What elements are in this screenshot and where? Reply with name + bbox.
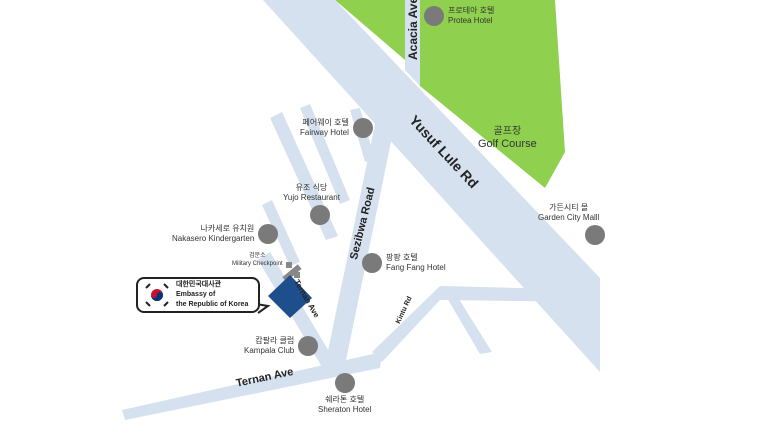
ternan-ave-upper — [258, 252, 340, 372]
korean-flag-icon — [145, 283, 169, 307]
embassy-building — [268, 275, 312, 318]
poi-marker-icon — [585, 225, 606, 245]
golf-course-label: 골프장 Golf Course — [478, 125, 537, 151]
ternan-ave-lower — [122, 352, 382, 420]
road-branch — [440, 286, 492, 354]
golf-course-area — [420, 0, 565, 188]
golf-course-area — [335, 0, 405, 60]
embassy-ko: 대한민국대사관 — [176, 281, 222, 288]
acacia-ave-road — [405, 0, 420, 86]
poi-marker-icon — [352, 118, 373, 138]
poi-marker-icon — [258, 224, 279, 244]
checkpoint-icon — [282, 262, 302, 282]
yusuf-lule-road — [263, 0, 600, 372]
road-branch — [262, 200, 300, 266]
poi-ko: 검문소 — [249, 253, 266, 259]
golf-ko: 골프장 — [493, 126, 522, 137]
poi-en: Fairway Hotel — [300, 128, 349, 137]
poi-marker-icon — [362, 253, 382, 273]
checkpoint-label: 검문소 Military Checkpoint — [232, 252, 283, 268]
roads — [122, 0, 600, 420]
poi-ko: 유조 식당 — [295, 183, 328, 192]
poi-en: Yujo Restaurant — [283, 193, 340, 202]
embassy-en-1: Embassy of — [176, 291, 216, 298]
poi-en: Garden City Malll — [538, 213, 600, 222]
poi-en: Fang Fang Hotel — [386, 263, 446, 272]
poi-marker-icon — [298, 336, 319, 356]
golf-en: Golf Course — [478, 138, 537, 150]
sezibwa-road — [325, 108, 398, 365]
poi-en: Protea Hotel — [448, 16, 493, 25]
embassy-en-2: the Republic of Korea — [176, 301, 249, 308]
kintu-road — [372, 286, 600, 362]
poi-ko: 가든시티 몰 — [549, 203, 589, 212]
poi-marker-icon — [334, 373, 355, 393]
poi-en: Military Checkpoint — [232, 261, 283, 267]
poi-ko: 팡팡 호텔 — [386, 253, 418, 262]
poi-ko: 캄팔라 클럽 — [255, 336, 295, 345]
road-branch — [300, 104, 350, 204]
poi-marker-icon — [424, 6, 444, 26]
poi-ko: 페어웨이 호텔 — [302, 118, 349, 127]
poi-en: Sheraton Hotel — [318, 405, 372, 414]
embassy-callout[interactable]: 대한민국대사관 Embassy of the Republic of Korea — [136, 277, 260, 313]
acacia-ave-label: Acacia Ave — [406, 0, 420, 60]
poi-en: Nakasero Kindergarten — [172, 234, 255, 243]
poi-en: Kampala Club — [244, 346, 295, 355]
poi-ko: 나카세로 유치원 — [200, 224, 255, 233]
poi-marker-icon — [310, 205, 331, 225]
poi-ko: 프로테아 호텔 — [448, 6, 495, 15]
poi-ko: 쉐라톤 호텔 — [325, 395, 365, 404]
